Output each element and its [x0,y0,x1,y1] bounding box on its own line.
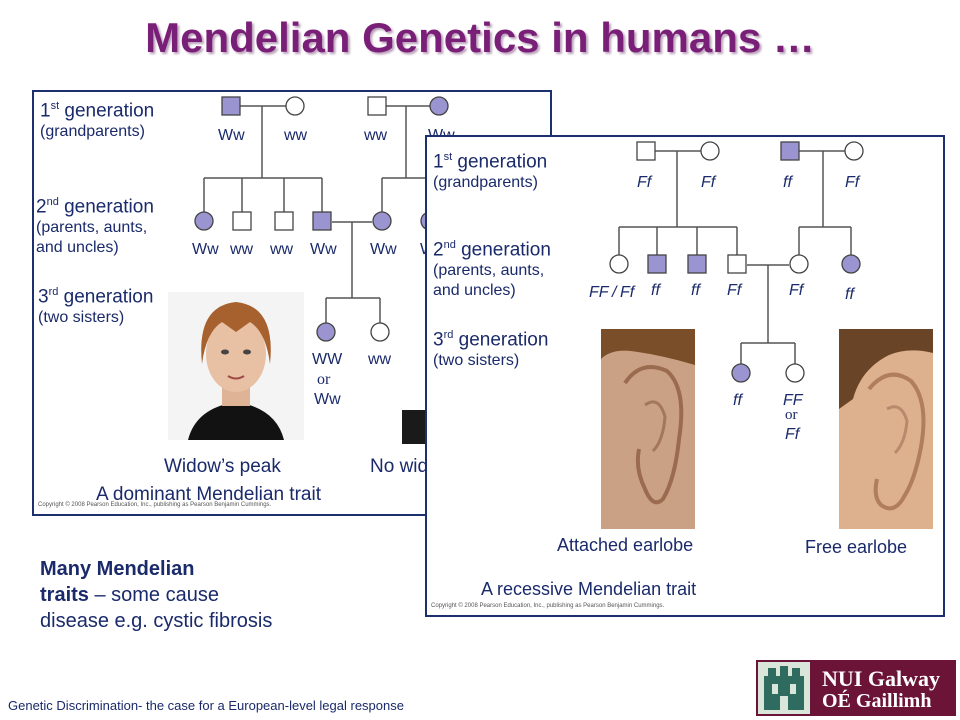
widows-peak-photo [168,292,304,440]
no-widows-peak-caption: No widow’s peak [370,456,426,477]
slide-title: Mendelian Genetics in humans … [145,14,815,61]
genotype-label: Ff [727,282,743,299]
genotype-label: ww [367,351,392,368]
genotype-label: WW [312,351,343,368]
gen1-female [700,141,720,161]
genotype-label: Ff [637,174,653,191]
gen2-male-affected [687,254,707,274]
widows-peak-pedigree: Ww ww ww Ww Ww ww ww Ww Ww Ww WW or Ww w… [192,96,455,408]
genotype-label: ff [733,392,743,409]
genotype-label: Ff [785,426,801,443]
gen2-female-affected [841,254,861,274]
genotype-label: Ww [314,391,341,408]
genotype-label: Ff [620,284,636,301]
attached-earlobe-photo [601,329,695,529]
gen2-male-affected [312,211,332,231]
gen3-sister-affected [316,322,336,342]
gen3-label: 3rd generation (two sisters) [433,329,549,370]
gen3-sister [785,363,805,383]
genotype-label: ww [229,241,254,258]
university-crest-icon [758,662,810,714]
slide-footer: Genetic Discrimination- the case for a E… [8,698,404,713]
gen2-label: 2nd generation (parents, aunts, and uncl… [433,239,551,300]
copyright: Copyright © 2008 Pearson Education, Inc.… [431,603,665,609]
genotype-label: Ww [218,127,245,144]
gen2-female [789,254,809,274]
free-earlobe-photo [839,329,933,529]
gen1-label: 1st generation (grandparents) [40,100,155,141]
no-widows-peak-photo [402,410,428,444]
gen3-sister-affected [731,363,751,383]
gen3-sister [370,322,390,342]
gen2-female [609,254,629,274]
gen1-female [844,141,864,161]
genotype-label: ww [283,127,308,144]
genotype-label: FF [783,392,804,409]
genotype-label: ff [691,282,701,299]
gen2-female-affected [194,211,214,231]
gen2-male-affected [647,254,667,274]
earlobe-panel: Ff Ff ff Ff FF / Ff ff ff Ff Ff ff ff FF… [425,135,945,617]
widows-peak-caption: Widow’s peak [164,456,281,477]
genotype-slash: / [611,284,618,301]
nui-galway-logo: NUI Galway OÉ Gaillimh [756,660,956,716]
gen2-male [727,254,747,274]
attached-earlobe-caption: Attached earlobe [557,535,694,555]
gen2-male [232,211,252,231]
copyright: Copyright © 2008 Pearson Education, Inc.… [38,502,272,508]
gen2-label: 2nd generation (parents, aunts, and uncl… [36,196,154,257]
genotype-label: Ff [845,174,861,191]
gen3-label: 3rd generation (two sisters) [38,286,154,327]
gen2-female-affected [372,211,392,231]
gen2-male [274,211,294,231]
genotype-label: Ff [789,282,805,299]
genotype-label: ww [269,241,294,258]
gen1-male [636,141,656,161]
genotype-label: Ff [701,174,717,191]
dominant-trait-caption: A dominant Mendelian trait [96,484,321,505]
genotype-label: Ww [310,241,337,258]
gen1-female-affected [429,96,449,116]
recessive-trait-caption: A recessive Mendelian trait [481,579,697,599]
or-label: or [785,407,798,423]
or-label: or [317,371,331,388]
gen1-female [285,96,305,116]
genotype-label: Ww [192,241,219,258]
genotype-label: ff [845,286,855,303]
gen1-male [367,96,387,116]
genotype-label: ww [363,127,388,144]
gen1-label: 1st generation (grandparents) [433,151,548,192]
gen1-male-affected [780,141,800,161]
earlobe-pedigree: Ff Ff ff Ff FF / Ff ff ff Ff Ff ff ff FF… [589,141,864,443]
genotype-label: Ww [370,241,397,258]
mendelian-traits-note: Many Mendelian traits – some cause disea… [40,558,273,632]
gen1-male-affected [221,96,241,116]
genotype-label: ff [783,174,793,191]
genotype-label: FF [589,284,610,301]
free-earlobe-caption: Free earlobe [805,537,908,557]
genotype-label: ff [651,282,661,299]
